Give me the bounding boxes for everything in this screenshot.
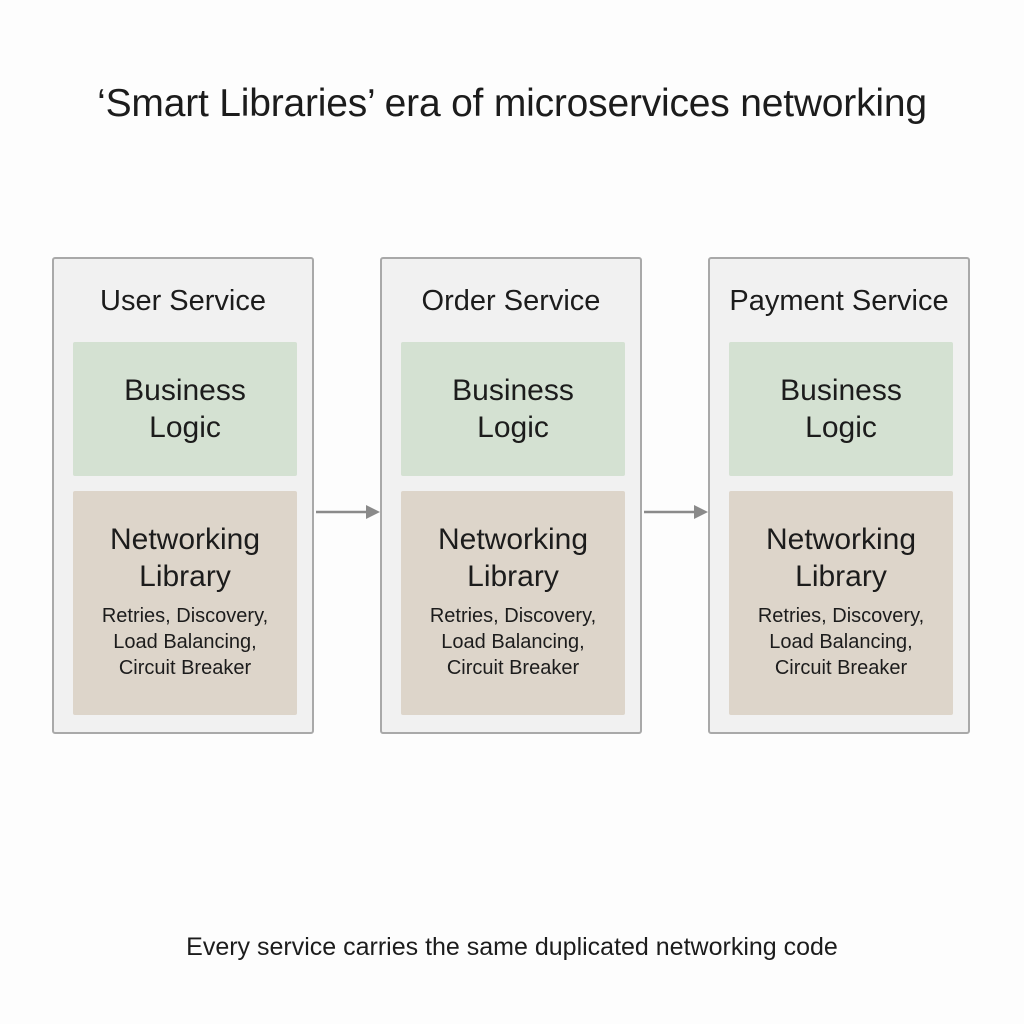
networking-features-text: Retries, Discovery, Load Balancing, Circ…	[429, 605, 597, 679]
diagram-title: ‘Smart Libraries’ era of microservices n…	[97, 82, 927, 125]
business-logic-box: Business Logic	[401, 342, 625, 476]
business-logic-box: Business Logic	[73, 342, 297, 476]
business-logic-label: Business Logic	[452, 374, 574, 444]
service-name: Payment Service	[729, 285, 949, 317]
arrow-order-to-payment	[644, 505, 708, 519]
business-logic-box: Business Logic	[729, 342, 953, 476]
service-name: Order Service	[421, 285, 601, 317]
networking-library-box: Networking Library Retries, Discovery, L…	[729, 491, 953, 715]
payment-service-box: Payment Service Business Logic Networkin…	[708, 257, 970, 734]
networking-library-box: Networking Library Retries, Discovery, L…	[401, 491, 625, 715]
diagram-caption: Every service carries the same duplicate…	[186, 933, 838, 961]
networking-features-text: Retries, Discovery, Load Balancing, Circ…	[757, 605, 925, 679]
service-name: User Service	[100, 285, 266, 317]
networking-library-label: Networking Library	[437, 523, 589, 593]
business-logic-label: Business Logic	[780, 374, 902, 444]
networking-library-label: Networking Library	[109, 523, 261, 593]
networking-features-text: Retries, Discovery, Load Balancing, Circ…	[101, 605, 269, 679]
arrow-user-to-order	[316, 505, 380, 519]
user-service-box: User Service Business Logic Networking L…	[52, 257, 314, 734]
business-logic-label: Business Logic	[124, 374, 246, 444]
order-service-box: Order Service Business Logic Networking …	[380, 257, 642, 734]
networking-library-label: Networking Library	[765, 523, 917, 593]
networking-library-box: Networking Library Retries, Discovery, L…	[73, 491, 297, 715]
